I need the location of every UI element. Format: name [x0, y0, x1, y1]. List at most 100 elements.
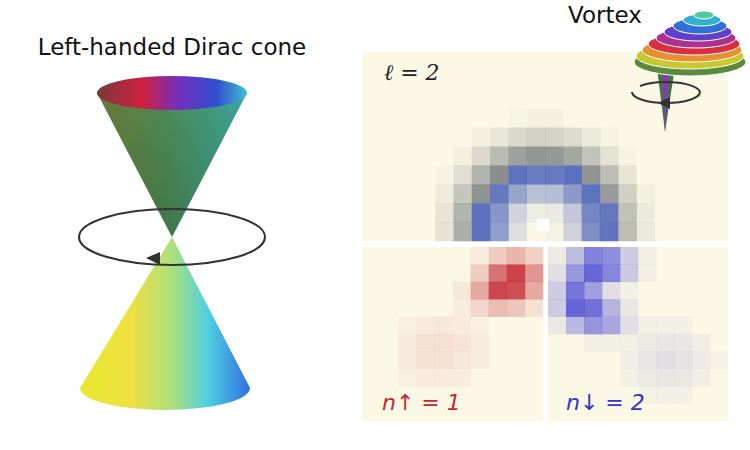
density-pixel: [582, 203, 601, 222]
density-pixel: [508, 165, 527, 184]
density-pixel: [490, 147, 509, 166]
density-pixel: [582, 165, 601, 184]
density-pixel: [656, 334, 674, 352]
density-pixel: [584, 264, 602, 282]
density-pixel: [489, 264, 507, 282]
density-pixel: [600, 222, 619, 241]
core-pixel: [537, 219, 549, 231]
density-pixel: [490, 184, 509, 203]
density-pixel: [508, 203, 527, 222]
density-pixel: [548, 264, 566, 282]
density-pixel: [507, 264, 525, 282]
density-pixel: [584, 299, 602, 317]
density-pixel: [434, 369, 452, 387]
density-pixel: [674, 317, 692, 335]
density-pixel: [637, 222, 656, 241]
density-pixel: [563, 184, 582, 203]
density-pixel: [656, 317, 674, 335]
density-pixel: [453, 282, 471, 300]
density-pixel: [563, 203, 582, 222]
density-pixel: [527, 128, 546, 147]
density-pixel: [416, 317, 434, 335]
rotation-arrowhead: [146, 252, 160, 265]
density-pixel: [453, 334, 471, 352]
density-pixel: [600, 165, 619, 184]
density-pixel: [454, 203, 473, 222]
density-pixel: [471, 317, 489, 335]
density-pixel: [454, 165, 473, 184]
density-pixel: [674, 334, 692, 352]
density-pixel: [600, 184, 619, 203]
density-pixel: [600, 128, 619, 147]
density-pixel: [398, 369, 416, 387]
density-pixel: [398, 317, 416, 335]
density-pixel: [674, 351, 692, 369]
density-pixel: [453, 351, 471, 369]
density-pixel: [453, 317, 471, 335]
density-pixel: [435, 165, 454, 184]
density-pixel: [527, 147, 546, 166]
upper-cone: [97, 93, 247, 237]
panel-label: n↓ = 2: [566, 390, 645, 415]
density-pixel: [472, 128, 491, 147]
density-pixel: [674, 369, 692, 387]
density-pixel: [508, 184, 527, 203]
density-pixel: [618, 203, 637, 222]
density-pixel: [472, 147, 491, 166]
density-pixel: [563, 128, 582, 147]
density-pixel: [602, 247, 620, 265]
density-pixel: [454, 147, 473, 166]
density-pixel: [566, 299, 584, 317]
density-pixel: [582, 222, 601, 241]
density-pixel: [525, 282, 543, 300]
density-pixel: [525, 264, 543, 282]
density-pixel: [434, 334, 452, 352]
density-pixel: [527, 165, 546, 184]
density-pixel: [508, 222, 527, 241]
density-pixel: [620, 264, 638, 282]
density-pixel: [545, 184, 564, 203]
density-pixel: [566, 247, 584, 265]
density-pixel: [548, 282, 566, 300]
density-pixel: [548, 299, 566, 317]
density-pixel: [471, 351, 489, 369]
panel-ground: [362, 247, 543, 421]
density-pixel: [638, 317, 656, 335]
density-pixel: [525, 247, 543, 265]
density-pixel: [656, 369, 674, 387]
density-pixel: [398, 351, 416, 369]
density-pixel: [453, 299, 471, 317]
density-pixel: [674, 386, 692, 404]
density-pixel: [472, 184, 491, 203]
upper-cone-shade: [97, 93, 247, 237]
density-pixel: [563, 147, 582, 166]
density-pixel: [602, 264, 620, 282]
density-pixel: [508, 128, 527, 147]
density-pixel: [490, 165, 509, 184]
density-pixel: [507, 247, 525, 265]
density-pixel: [563, 222, 582, 241]
density-pixel: [545, 165, 564, 184]
density-pixel: [416, 369, 434, 387]
density-pixel: [525, 299, 543, 317]
density-panel: n↓ = 2: [548, 247, 728, 421]
density-pixel: [620, 247, 638, 265]
density-pixel: [545, 128, 564, 147]
density-pixel: [435, 184, 454, 203]
density-pixel: [620, 334, 638, 352]
density-pixel: [545, 109, 564, 128]
density-pixel: [527, 184, 546, 203]
density-pixel: [638, 247, 656, 265]
density-pixel: [398, 334, 416, 352]
density-pixel: [620, 282, 638, 300]
density-pixel: [472, 222, 491, 241]
density-pixel: [602, 334, 620, 352]
density-pixel: [489, 282, 507, 300]
density-pixel: [434, 351, 452, 369]
density-pixel: [602, 299, 620, 317]
density-pixel: [472, 203, 491, 222]
density-pixel: [638, 369, 656, 387]
cone-rim: [97, 76, 247, 110]
density-pixel: [620, 317, 638, 335]
vortex-icon: [632, 11, 746, 132]
